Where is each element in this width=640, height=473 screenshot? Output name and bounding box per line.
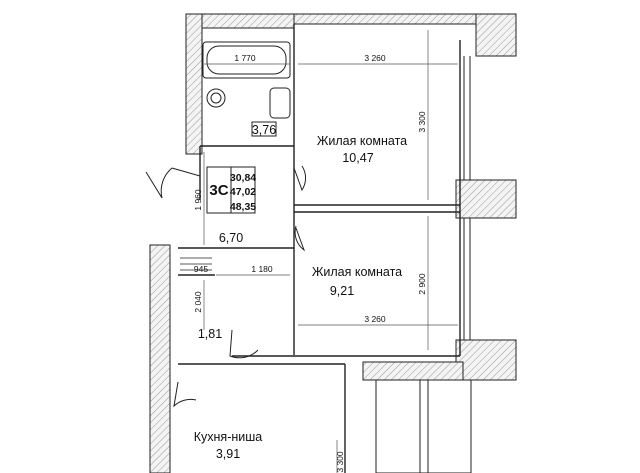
room-area-wardrobe: 1,81 bbox=[198, 327, 222, 341]
wall-right-mid bbox=[455, 179, 517, 219]
dim-kitchen-depth: 3 300 bbox=[335, 451, 345, 473]
washing-machine bbox=[206, 88, 226, 108]
area-total: 47,02 bbox=[230, 186, 256, 198]
dim-bath-width: 1 770 bbox=[234, 53, 256, 63]
apartment-type: 3С bbox=[209, 182, 228, 199]
dim-hall-depth: 1 960 bbox=[193, 189, 203, 211]
room-area-living-2: 9,21 bbox=[330, 284, 354, 298]
dim-room1-depth: 3 300 bbox=[417, 111, 427, 133]
dim-hall-width: 1 180 bbox=[251, 264, 273, 274]
room-labels: Жилая комната 10,47 Жилая комната 9,21 3… bbox=[194, 123, 407, 461]
area-with-balcony: 48,35 bbox=[230, 201, 256, 213]
bathroom-fixtures bbox=[202, 41, 291, 137]
dim-room2-width: 3 260 bbox=[364, 314, 386, 324]
dimension-lines bbox=[203, 30, 458, 473]
wall-left-lower bbox=[149, 244, 171, 473]
room-name-kitchen: Кухня-ниша bbox=[194, 430, 263, 444]
dimension-labels: 1 770 3 260 3 300 1 960 1 180 945 2 900 … bbox=[193, 53, 427, 473]
interior-walls bbox=[178, 24, 461, 473]
wall-bottom-step bbox=[362, 361, 464, 381]
room-area-kitchen: 3,91 bbox=[216, 447, 240, 461]
exterior-walls bbox=[149, 13, 517, 473]
windows bbox=[419, 56, 471, 473]
wall-left-upper bbox=[185, 13, 203, 155]
dim-room1-width: 3 260 bbox=[364, 53, 386, 63]
room-name-living-2: Жилая комната bbox=[312, 265, 402, 279]
room-area-bathroom: 3,76 bbox=[252, 123, 276, 137]
dim-wardrobe-depth: 2 040 bbox=[193, 291, 203, 313]
room-area-hallway: 6,70 bbox=[219, 231, 243, 245]
apartment-label-box: 3С 30,84 47,02 48,35 bbox=[206, 166, 256, 214]
bathtub bbox=[202, 41, 291, 79]
wall-right-top bbox=[475, 13, 517, 57]
area-living: 30,84 bbox=[230, 172, 256, 184]
doors bbox=[145, 165, 306, 408]
dim-wardrobe-width: 945 bbox=[194, 264, 208, 274]
room-area-living-1: 10,47 bbox=[342, 151, 373, 165]
wardrobe-shelves bbox=[180, 257, 212, 271]
balcony-rail bbox=[375, 379, 472, 473]
dim-room2-depth: 2 900 bbox=[417, 273, 427, 295]
sink bbox=[269, 87, 291, 119]
room-name-living-1: Жилая комната bbox=[317, 134, 407, 148]
wall-right-bottom bbox=[455, 339, 517, 381]
